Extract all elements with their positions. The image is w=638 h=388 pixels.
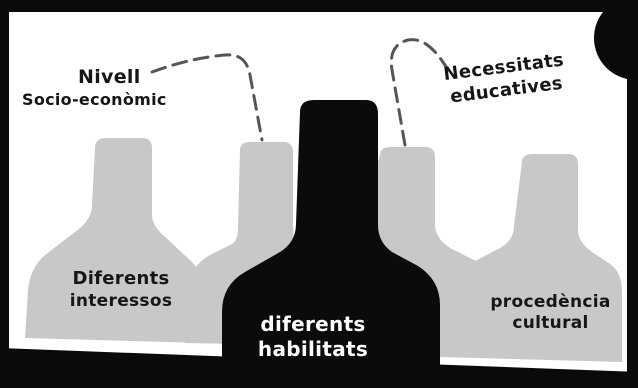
figure-interests: [25, 138, 205, 343]
label-abilities-line1: diferents: [260, 312, 366, 336]
label-culture-line2: cultural: [512, 313, 589, 334]
label-interests-line2: interessos: [69, 290, 173, 311]
label-abilities: diferents habilitats: [248, 312, 378, 362]
figure-abilities: [222, 100, 440, 365]
figure-culture: [440, 154, 622, 362]
label-abilities-line2: habilitats: [257, 337, 369, 361]
label-culture-line1: procedència: [490, 292, 611, 312]
label-socioeconomic-line1: Nivell: [78, 66, 141, 88]
connector-line-left: [150, 53, 264, 142]
label-interests-line1: Diferents: [72, 268, 170, 289]
corner-blob: [594, 0, 638, 80]
label-socioeconomic: Nivell Socio-econòmic: [22, 66, 202, 110]
label-interests: Diferents interessos: [56, 268, 186, 312]
label-socioeconomic-line2: Socio-econòmic: [22, 89, 167, 109]
label-cultural-origin: procedència cultural: [478, 292, 623, 335]
bottom-edge: [0, 348, 638, 388]
connector-line-right: [389, 38, 450, 147]
